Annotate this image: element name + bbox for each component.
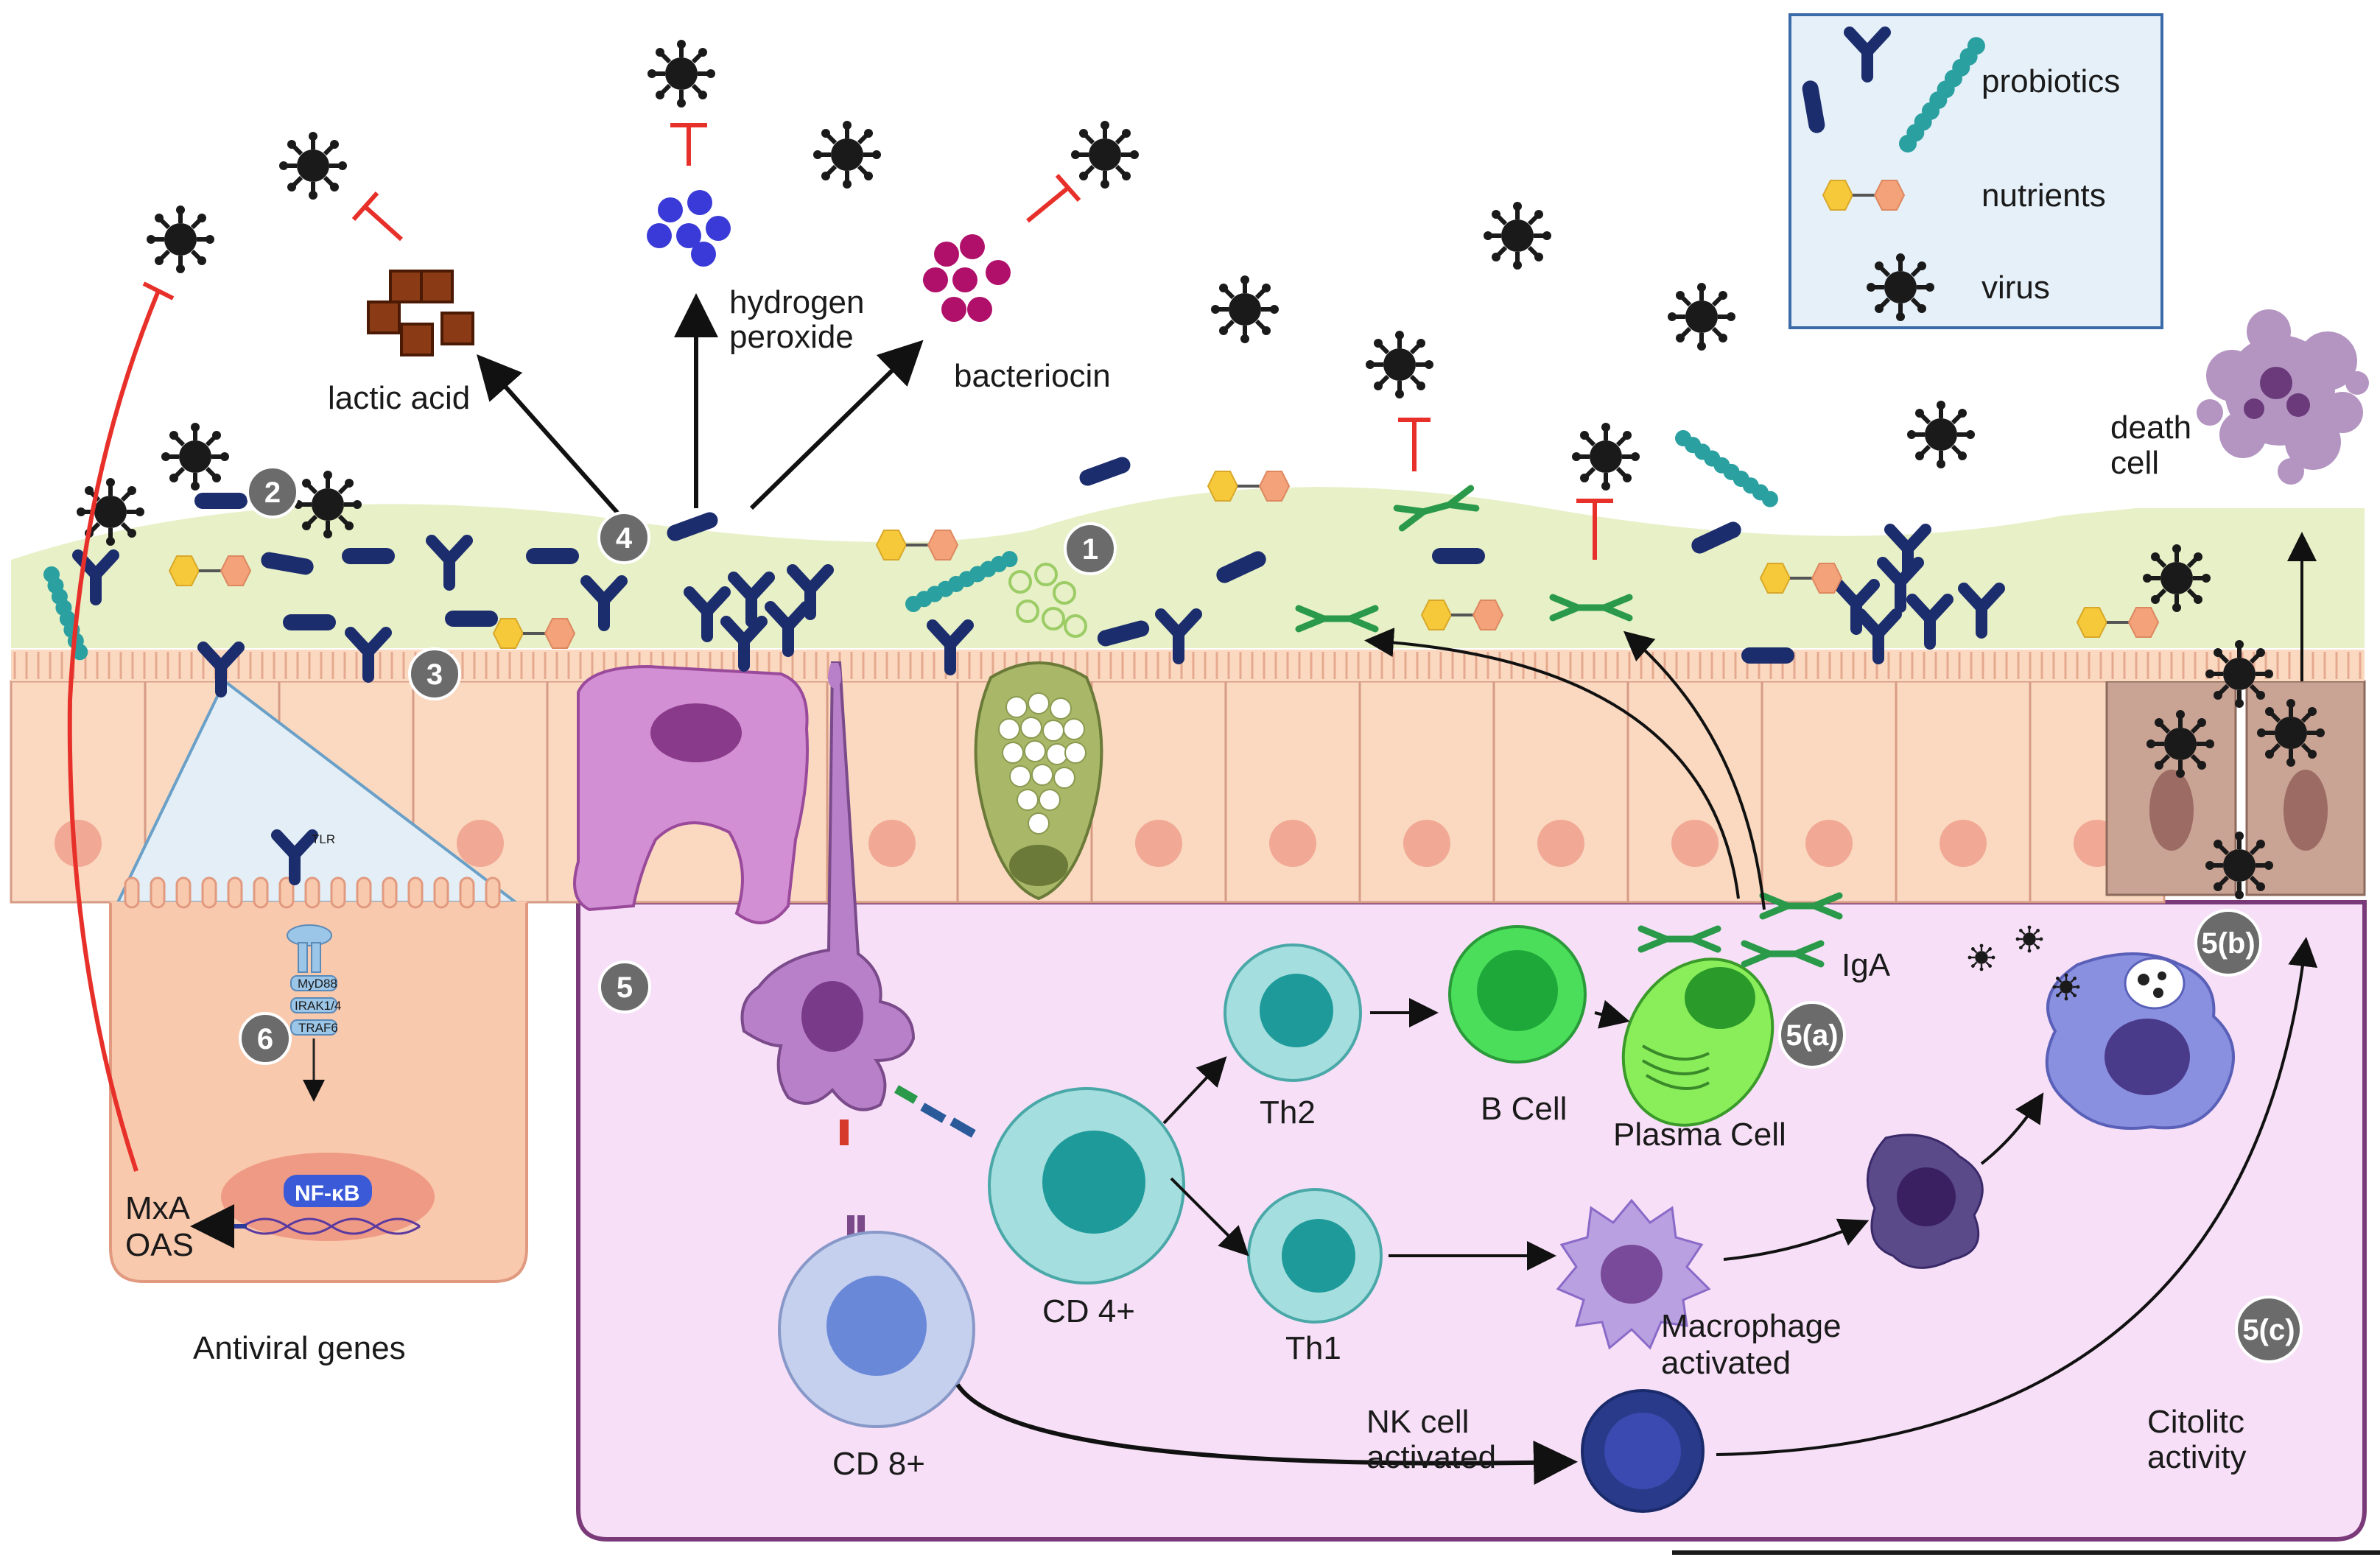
legend-virus-icon — [1867, 253, 1934, 321]
m-cell-nucleus — [650, 703, 742, 762]
probiotics-chains — [43, 430, 1778, 661]
legend-probiotics-icon — [1800, 32, 1985, 152]
bacteriocin-dots — [923, 234, 1011, 322]
secretion-arrows — [477, 293, 924, 528]
small-viruses — [1967, 943, 1996, 972]
legend-box: probiotics nutrients virus — [1788, 13, 2163, 329]
cd8-cell — [778, 1231, 975, 1428]
svg-text:6: 6 — [257, 1023, 273, 1055]
inhibition-marks — [67, 123, 1613, 1172]
badge-6: 6 — [239, 1012, 292, 1065]
svg-text:2: 2 — [264, 477, 281, 509]
badge-5: 5 — [598, 960, 651, 1013]
badge-1: 1 — [1064, 522, 1117, 575]
label-th1: Th1 — [1285, 1330, 1341, 1366]
immune-arrows — [955, 628, 2318, 1485]
th1-cell — [1247, 1188, 1383, 1324]
svg-text:5(a): 5(a) — [1786, 1019, 1838, 1052]
legend-nutrients-label: nutrients — [1981, 178, 2106, 214]
label-macrophage-activated: activated — [1661, 1345, 1791, 1381]
label-mxa: MxA — [125, 1190, 191, 1226]
label-antiviral-genes: Antiviral genes — [193, 1330, 406, 1366]
cd4-cell — [988, 1087, 1185, 1284]
badge-2: 2 — [246, 465, 299, 519]
svg-text:1: 1 — [1082, 533, 1098, 566]
label-hydrogen: hydrogen — [729, 284, 864, 320]
label-cell: cell — [2110, 445, 2159, 481]
goblet-cell — [974, 563, 1103, 901]
macrophage-small — [1866, 1134, 1984, 1269]
macrophage-activated — [1556, 1198, 1711, 1350]
label-th2: Th2 — [1260, 1094, 1316, 1131]
label-citolitc: Citolitc — [2147, 1404, 2244, 1440]
label-death: death — [2110, 410, 2191, 446]
hydrogen-peroxide-dots — [647, 190, 731, 267]
lamina-propria — [576, 900, 2367, 1542]
label-tlr: TLR — [312, 832, 335, 846]
label-b-cell: B Cell — [1481, 1091, 1567, 1127]
th2-cell — [1224, 943, 1362, 1082]
infected-cells — [2105, 680, 2366, 896]
mhc-receptors — [840, 1085, 976, 1245]
tlr-signaling-inset — [109, 678, 528, 1283]
badge-3: 3 — [408, 647, 461, 700]
label-nk-cell: NK cell — [1366, 1404, 1469, 1440]
label-activity: activity — [2147, 1439, 2246, 1475]
label-peroxide: peroxide — [729, 319, 854, 355]
badge-5b: 5(b) — [2194, 909, 2262, 977]
label-plasma-cell: Plasma Cell — [1613, 1117, 1786, 1153]
label-lactic-acid: lactic acid — [328, 380, 470, 416]
label-traf6: TRAF6 — [298, 1021, 338, 1035]
label-oas: OAS — [125, 1227, 194, 1263]
dendritic-cell — [740, 661, 916, 1111]
label-macrophage: Macrophage — [1661, 1308, 1842, 1344]
label-nk-activated: activated — [1366, 1439, 1496, 1475]
label-cd4: CD 4+ — [1042, 1293, 1135, 1329]
svg-text:5(b): 5(b) — [2201, 927, 2255, 960]
lactic-acid-blocks — [367, 270, 474, 356]
label-nfkb: NF-κB — [295, 1181, 359, 1206]
badge-4: 4 — [597, 511, 650, 564]
label-myd88: MyD88 — [298, 977, 337, 991]
label-iga: IgA — [1842, 947, 1891, 983]
svg-text:3: 3 — [426, 658, 443, 691]
label-irak: IRAK1/4 — [295, 999, 341, 1013]
m-cell — [573, 664, 809, 924]
nk-cell — [1581, 1389, 1705, 1513]
badge-5a: 5(a) — [1778, 1001, 1846, 1069]
macrophage-engulfing — [2045, 952, 2235, 1130]
label-cd8: CD 8+ — [832, 1446, 925, 1482]
label-bacteriocin: bacteriocin — [954, 358, 1111, 394]
plasma-cell — [1621, 957, 1775, 1127]
b-cell — [1448, 925, 1587, 1064]
legend-virus-label: virus — [1981, 270, 2050, 306]
step-badges: 1 2 3 4 5 5(a) 5(b) 5(c) 6 — [239, 465, 2303, 1363]
badge-5c: 5(c) — [2235, 1296, 2303, 1363]
svg-text:4: 4 — [616, 522, 633, 555]
svg-text:5: 5 — [617, 971, 633, 1004]
legend-probiotics-label: probiotics — [1981, 63, 2120, 99]
svg-text:5(c): 5(c) — [2242, 1314, 2295, 1346]
